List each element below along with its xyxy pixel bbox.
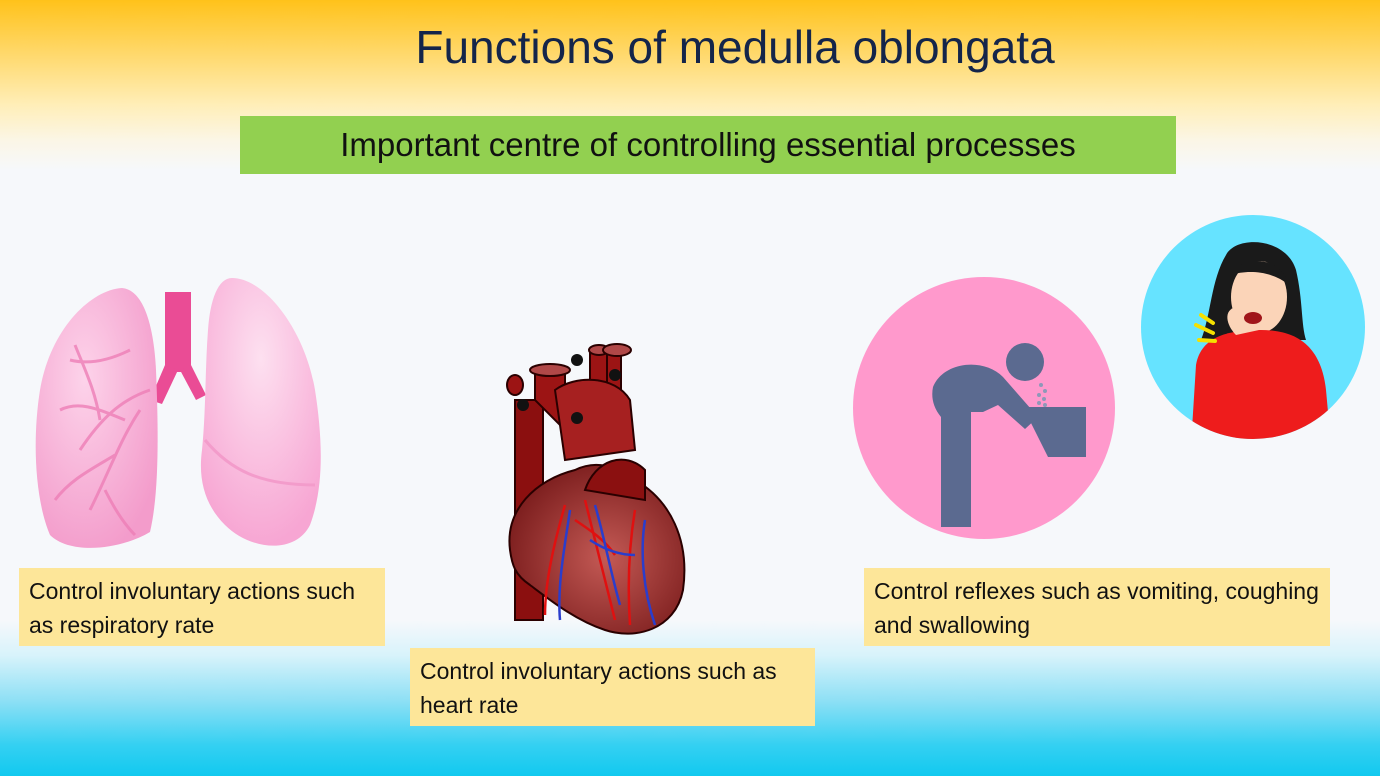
subtitle-banner: Important centre of controlling essentia… (240, 116, 1176, 174)
caption-reflexes: Control reflexes such as vomiting, cough… (864, 568, 1330, 646)
vomiting-icon (853, 277, 1115, 539)
caption-respiratory-rate: Control involuntary actions such as resp… (19, 568, 385, 646)
coughing-woman-icon (1141, 215, 1365, 439)
heart-illustration (506, 343, 686, 635)
subtitle-text: Important centre of controlling essentia… (340, 126, 1076, 163)
caption-heart-rate: Control involuntary actions such as hear… (410, 648, 815, 726)
lungs-illustration (35, 278, 321, 548)
slide-title: Functions of medulla oblongata (415, 21, 1055, 73)
